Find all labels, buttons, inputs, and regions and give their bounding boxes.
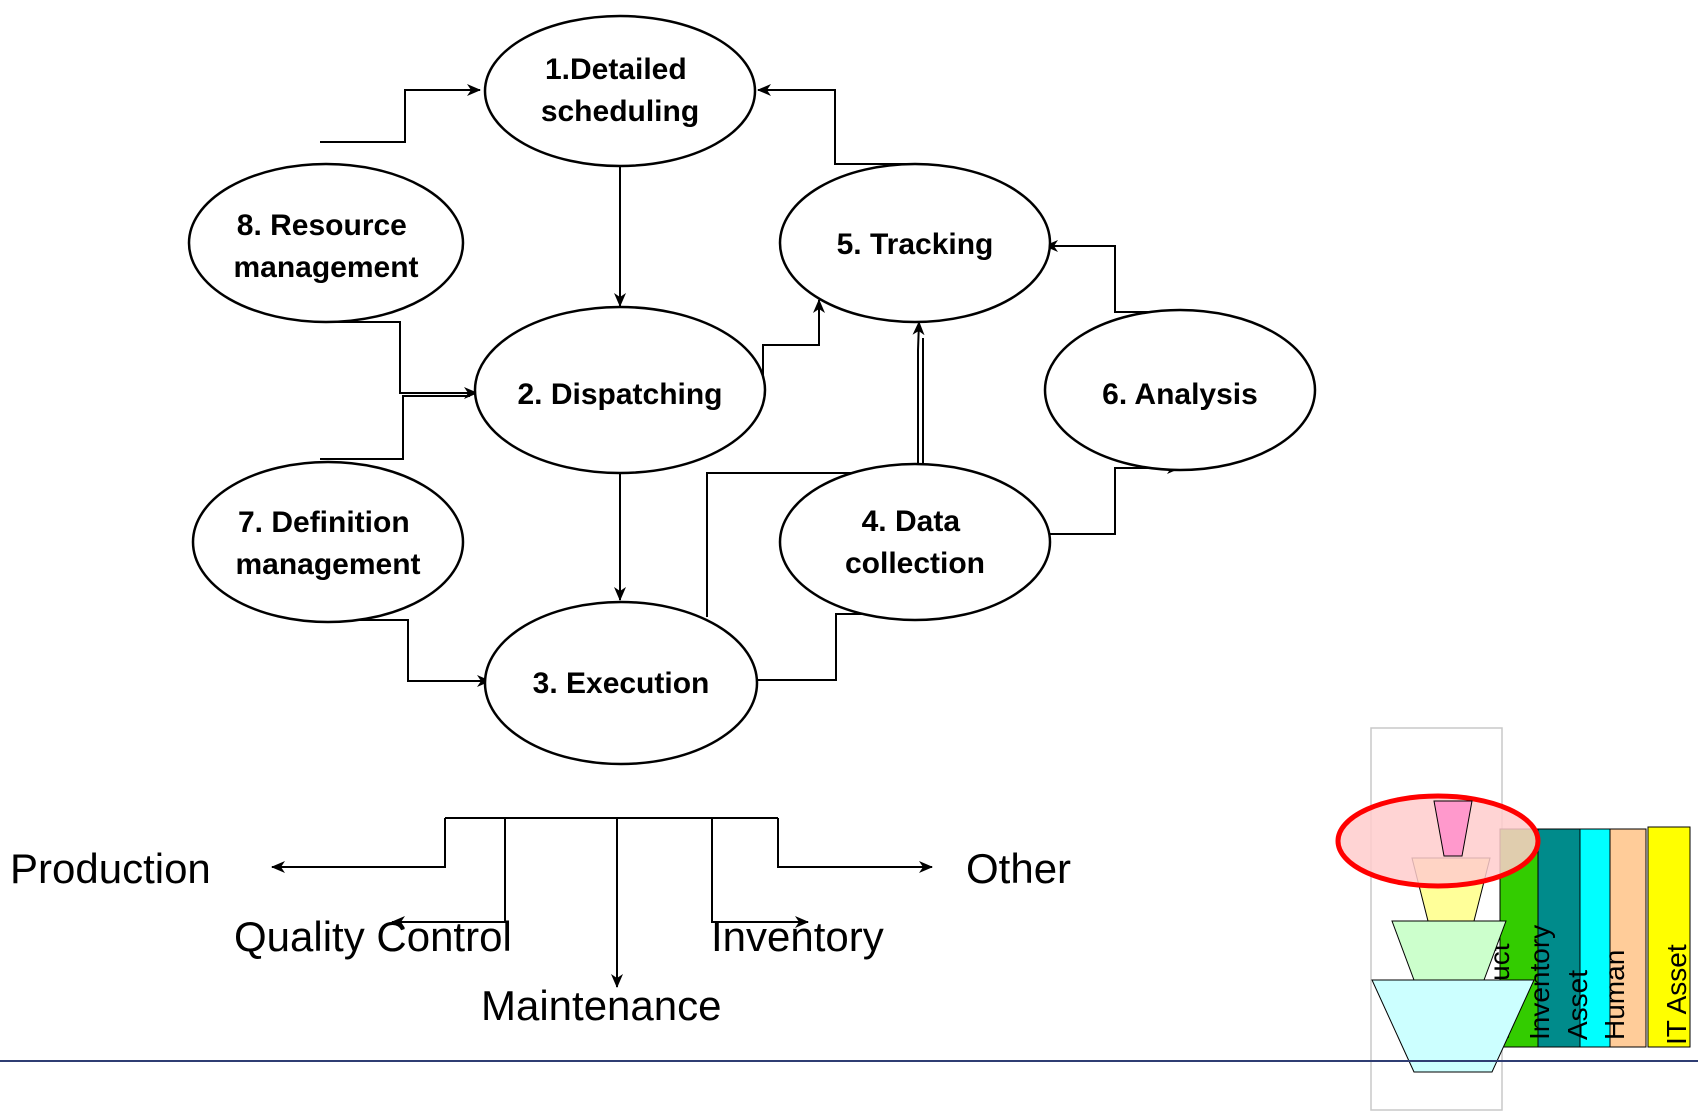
category-inventory: Inventory: [711, 913, 884, 960]
connectors: [320, 84, 1185, 687]
branch-quality-control: [391, 818, 506, 928]
node-label: 7. Definition management: [235, 506, 420, 581]
node-tracking: 5. Tracking: [778, 162, 1052, 324]
connector-7-to-3: [327, 619, 491, 687]
highlight-ellipse: [1335, 793, 1541, 889]
connector-5-to-1: [757, 84, 920, 165]
connector-7-to-2: [320, 395, 470, 460]
bar-label-asset: Asset: [1562, 970, 1593, 1040]
category-other: Other: [966, 845, 1071, 892]
connector-8-to-2: [320, 321, 478, 399]
node-label: 8. Resource management: [233, 209, 418, 284]
connector-4-to-6: [1050, 462, 1181, 535]
bar-asset: [1579, 828, 1611, 1048]
branch-production: [271, 818, 446, 873]
connector-3-to-5-a: [706, 338, 924, 617]
node-label: 4. Data collection: [845, 505, 985, 580]
category-distribution: Production Quality Control Maintenance I…: [10, 817, 1071, 1029]
connector-3-to-5-b: [912, 321, 925, 473]
node-execution: 3. Execution: [483, 600, 759, 766]
node-resource-management: 8. Resource management: [187, 162, 465, 324]
bar-label-human: Human: [1599, 950, 1630, 1040]
bar-human: [1609, 828, 1647, 1048]
pyramid-level-4: [1371, 979, 1535, 1073]
category-production: Production: [10, 845, 211, 892]
bar-label-it-asset: IT Asset: [1661, 944, 1692, 1045]
footer-rule: [0, 1060, 1698, 1062]
connector-6-to-5: [1044, 240, 1185, 313]
node-detailed-scheduling: 1.Detailed scheduling: [483, 14, 757, 168]
node-label: 3. Execution: [533, 667, 710, 700]
category-maintenance: Maintenance: [481, 982, 722, 1029]
node-label: 6. Analysis: [1102, 378, 1258, 411]
pyramid-level-1: [1433, 800, 1473, 857]
node-data-collection: 4. Data collection: [778, 462, 1052, 622]
node-label: 1.Detailed scheduling: [541, 53, 699, 128]
branch-inventory: [711, 818, 809, 928]
connector-2-to-5: [762, 299, 825, 377]
connector-8-to-1: [320, 84, 481, 143]
node-dispatching: 2. Dispatching: [473, 305, 767, 475]
bar-it-asset: [1647, 826, 1691, 1048]
branch-other: [777, 818, 933, 873]
node-label: 2. Dispatching: [517, 378, 722, 411]
category-quality-control: Quality Control: [234, 913, 512, 960]
connector-3-to-4: [757, 608, 916, 681]
node-definition-management: 7. Definition management: [191, 460, 465, 624]
pyramid-thumbnail: Product Inventory Asset Human IT Asset: [1335, 727, 1692, 1111]
node-label: 5. Tracking: [837, 228, 994, 261]
node-analysis: 6. Analysis: [1043, 308, 1317, 472]
